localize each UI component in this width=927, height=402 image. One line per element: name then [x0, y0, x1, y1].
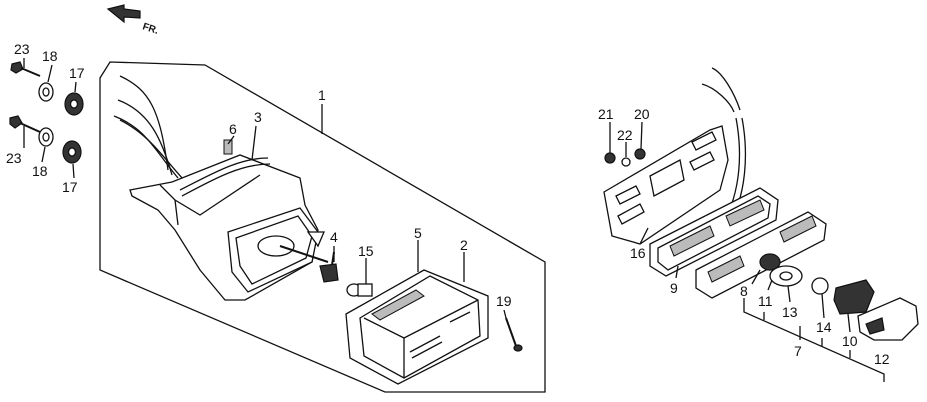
- screw-19-icon: [505, 317, 523, 352]
- callout-10: 10: [842, 333, 858, 349]
- license-lens-8: [695, 211, 827, 299]
- callout-3: 3: [254, 109, 262, 125]
- socket-11-and-gasket-13: [769, 265, 803, 287]
- cover-12-icon: [857, 297, 919, 341]
- callout-18-upper: 18: [42, 48, 58, 64]
- washer-18-lower-icon: [38, 127, 54, 147]
- callout-17-lower: 17: [62, 179, 78, 195]
- callout-6: 6: [229, 121, 237, 137]
- grommet-17-upper-icon: [64, 92, 84, 116]
- leader-lines-left: [23, 58, 507, 319]
- callout-22: 22: [617, 127, 633, 143]
- callout-1: 1: [318, 87, 326, 103]
- lens-gasket-5: [345, 269, 489, 385]
- callout-13: 13: [782, 304, 798, 320]
- front-arrow-icon: [106, 4, 141, 24]
- front-direction-label: FR.: [141, 21, 160, 37]
- callout-19: 19: [496, 293, 512, 309]
- callout-9: 9: [670, 280, 678, 296]
- callout-15: 15: [358, 243, 374, 259]
- callout-21: 21: [598, 106, 614, 122]
- washer-18-upper-icon: [38, 82, 54, 102]
- tail-light-housing: [113, 75, 329, 301]
- callout-16: 16: [630, 245, 646, 261]
- callout-23-upper: 23: [14, 41, 30, 57]
- nuts-20-21-22: [604, 148, 646, 167]
- callout-4: 4: [330, 229, 338, 245]
- grommet-17-lower-icon: [62, 140, 82, 164]
- tail-lens-2: [359, 275, 481, 379]
- callout-14: 14: [816, 319, 832, 335]
- callout-12: 12: [874, 351, 890, 367]
- assembly-1-frame: [99, 61, 546, 393]
- bolt-23-lower-icon: [9, 115, 41, 133]
- leader-lines-right: [609, 121, 885, 382]
- bulb-15-icon: [346, 283, 373, 297]
- callout-18-lower: 18: [32, 163, 48, 179]
- license-bracket-16: [603, 67, 747, 245]
- callout-20: 20: [634, 106, 650, 122]
- cap-10-icon: [833, 279, 875, 315]
- callout-2: 2: [460, 237, 468, 253]
- license-lamp-case-9: [649, 187, 779, 277]
- callout-23-lower: 23: [6, 150, 22, 166]
- callout-17-upper: 17: [69, 65, 85, 81]
- callout-11: 11: [758, 293, 773, 309]
- bolt-23-upper-icon: [10, 61, 41, 77]
- bulb-14-icon: [811, 277, 829, 295]
- callout-8: 8: [740, 283, 748, 299]
- screw-4-icon: [319, 251, 339, 283]
- callout-labels: 23 18 17 23 18 17 1 3 6 4 15 5 2 19 21 2…: [6, 41, 890, 367]
- callout-7: 7: [794, 343, 802, 359]
- callout-5: 5: [414, 225, 422, 241]
